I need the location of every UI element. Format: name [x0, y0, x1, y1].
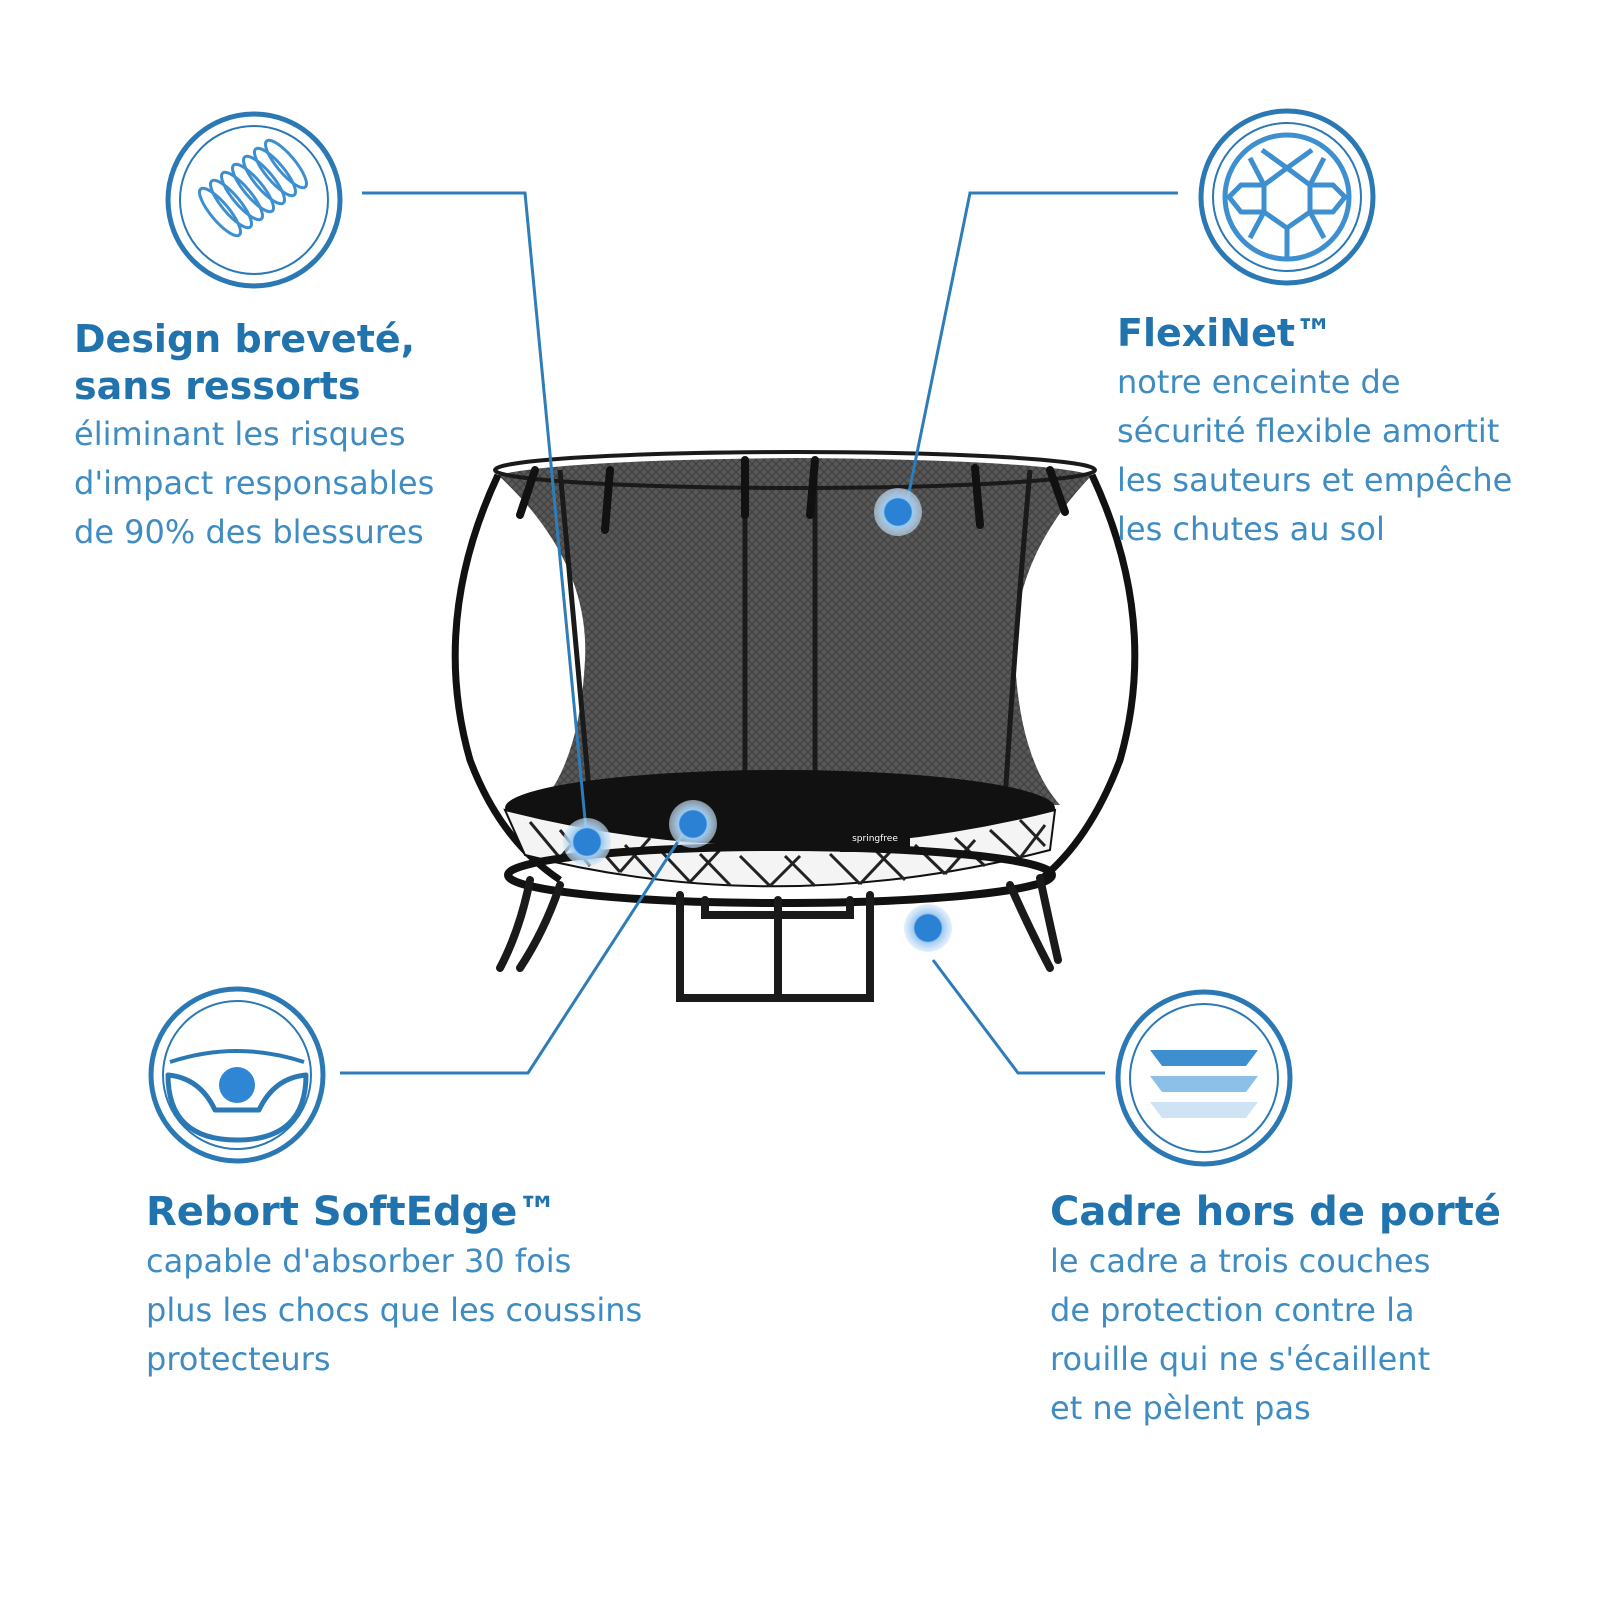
soft-edge-icon	[148, 986, 326, 1164]
hotspot-cadre	[904, 904, 952, 952]
connector-design	[362, 191, 589, 841]
text-line: les sauteurs et empêche	[1117, 461, 1513, 499]
feature-design: Design breveté, sans ressorts éliminant …	[74, 316, 434, 557]
text-line: éliminant les risques	[74, 415, 406, 453]
title-line: Design breveté,	[74, 317, 416, 361]
hotspot-design	[563, 818, 611, 866]
text-line: et ne pèlent pas	[1050, 1389, 1311, 1427]
text-line: plus les chocs que les coussins	[146, 1291, 643, 1329]
text-line: les chutes au sol	[1117, 510, 1385, 548]
feature-cadre: Cadre hors de porté le cadre a trois cou…	[1050, 1187, 1501, 1433]
brand-label: springfree	[852, 834, 898, 844]
feature-design-title: Design breveté, sans ressorts	[74, 316, 434, 410]
trampoline-illustration: springfree	[451, 450, 1139, 1002]
safety-net	[498, 458, 1092, 805]
hotspots	[563, 488, 952, 952]
title-line: Cadre hors de porté	[1050, 1189, 1501, 1235]
text-line: rouille qui ne s'écaillent	[1050, 1340, 1431, 1378]
feature-cadre-title: Cadre hors de porté	[1050, 1187, 1501, 1237]
text-line: le cadre a trois couches	[1050, 1242, 1431, 1280]
layers-icon	[1115, 989, 1293, 1167]
spring-coil-icon	[165, 111, 343, 289]
connector-flexinet	[903, 191, 1178, 513]
hotspot-flexinet	[874, 488, 922, 536]
feature-softedge: Rebort SoftEdge™ capable d'absorber 30 f…	[146, 1187, 642, 1384]
text-line: protecteurs	[146, 1340, 331, 1378]
title-line: sans ressorts	[74, 364, 361, 408]
text-line: capable d'absorber 30 fois	[146, 1242, 572, 1280]
text-line: de protection contre la	[1050, 1291, 1415, 1329]
text-line: d'impact responsables	[74, 464, 435, 502]
connector-cadre	[931, 959, 1105, 1075]
title-line: FlexiNet™	[1117, 311, 1334, 355]
net-mesh-icon	[1198, 108, 1376, 286]
feature-softedge-text: capable d'absorber 30 fois plus les choc…	[146, 1237, 642, 1384]
text-line: notre enceinte de	[1117, 363, 1401, 401]
feature-cadre-text: le cadre a trois couches de protection c…	[1050, 1237, 1501, 1433]
connector-lines	[340, 191, 1178, 1075]
feature-flexinet: FlexiNet™ notre enceinte de sécurité fle…	[1117, 308, 1512, 554]
text-line: de 90% des blessures	[74, 513, 424, 551]
feature-flexinet-text: notre enceinte de sécurité flexible amor…	[1117, 358, 1512, 554]
hotspot-softedge	[669, 800, 717, 848]
text-line: sécurité flexible amortit	[1117, 412, 1500, 450]
title-line: Rebort SoftEdge™	[146, 1189, 558, 1235]
feature-softedge-title: Rebort SoftEdge™	[146, 1187, 642, 1237]
feature-design-text: éliminant les risques d'impact responsab…	[74, 410, 434, 557]
feature-flexinet-title: FlexiNet™	[1117, 308, 1512, 358]
connector-softedge	[340, 822, 692, 1075]
